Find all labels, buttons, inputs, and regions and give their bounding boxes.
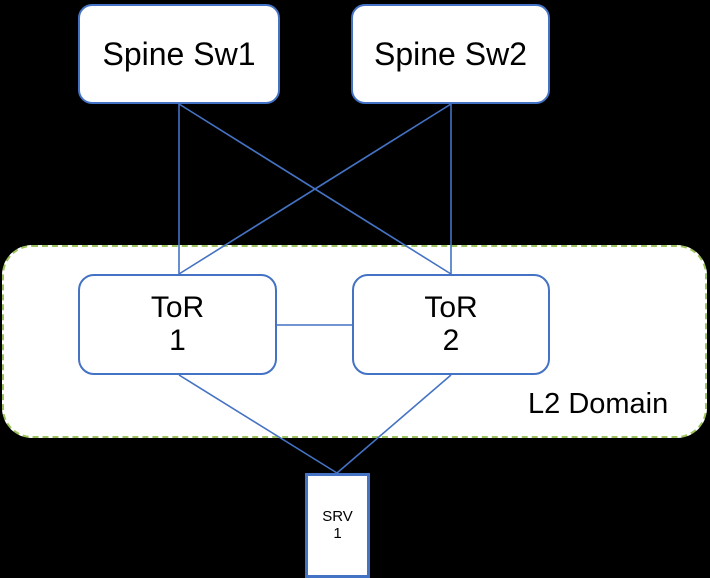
node-label-tor-switch-2-line-2: 2 — [442, 323, 460, 357]
node-label-spine-switch-1-line-1: Spine Sw1 — [102, 35, 256, 72]
node-label-tor-switch-2-line-1: ToR — [424, 291, 478, 325]
node-label-server-1-line-1: SRV — [322, 508, 353, 526]
node-spine-switch-1[interactable]: Spine Sw1 — [78, 4, 280, 104]
l2-domain-label: L2 Domain — [528, 388, 669, 420]
node-label-tor-switch-1-line-2: 1 — [169, 323, 186, 357]
link-spine2-tor1 — [178, 103, 452, 275]
link-tor2-srv1 — [336, 374, 452, 474]
node-label-tor-switch-1-line-1: ToR — [150, 291, 205, 325]
link-tor1-srv1 — [178, 374, 338, 474]
node-label-server-1-line-2: 1 — [333, 524, 342, 542]
node-label-spine-switch-2-line-1: Spine Sw2 — [374, 35, 527, 72]
node-spine-switch-2[interactable]: Spine Sw2 — [351, 4, 550, 104]
